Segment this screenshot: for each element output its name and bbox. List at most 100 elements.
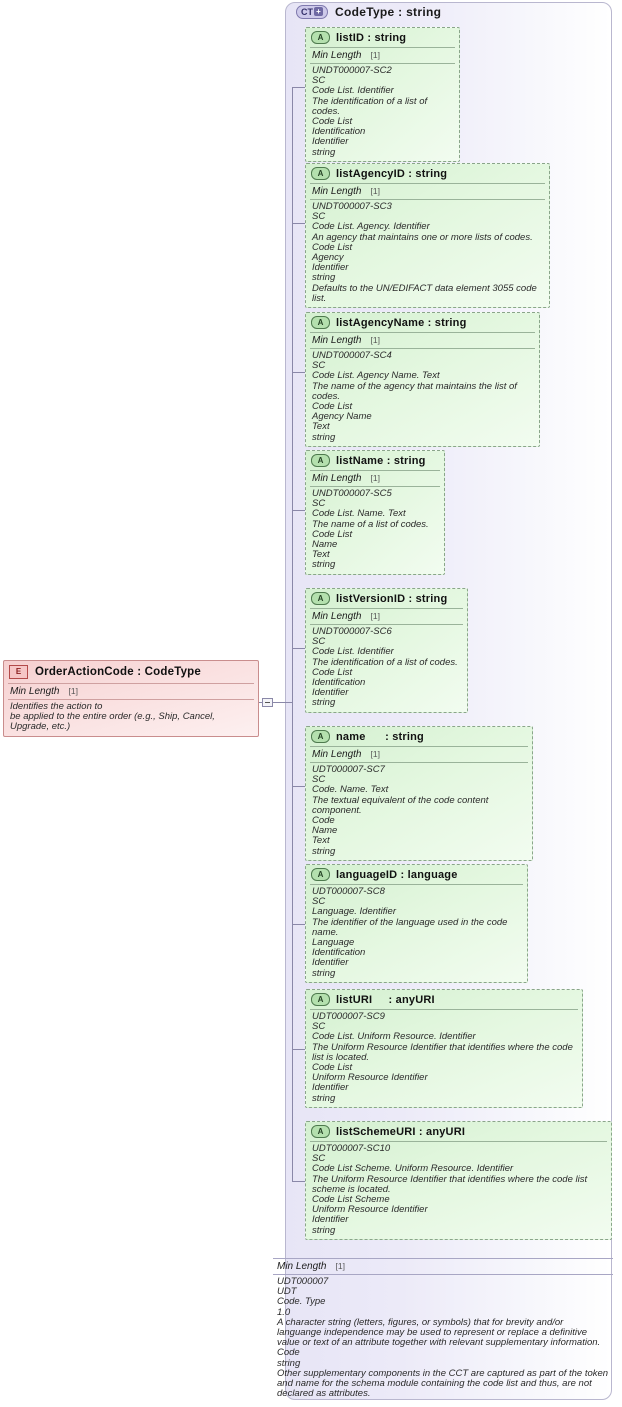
attribute-facet-label: Min Length xyxy=(312,611,362,622)
divider xyxy=(310,183,545,184)
description-line: Other supplementary components in the CC… xyxy=(277,1367,609,1400)
attribute-title: listURI : anyURI xyxy=(336,993,435,1006)
description-line: Text xyxy=(312,421,330,433)
complextype-header[interactable]: CT+ CodeType : string xyxy=(296,5,441,19)
attribute-badge: A xyxy=(311,868,330,881)
element-facet-mult: [1] xyxy=(68,686,78,696)
divider xyxy=(310,470,440,471)
element-facet-label: Min Length xyxy=(10,686,60,697)
description-line: SC xyxy=(312,896,326,908)
divider xyxy=(310,762,528,763)
description-line: Identifier xyxy=(312,262,349,274)
description-line: Code List. Uniform Resource. Identifier xyxy=(312,1031,476,1043)
element-badge: E xyxy=(9,665,28,679)
description-line: SC xyxy=(312,75,326,87)
description-line: UNDT000007-SC3 xyxy=(312,201,392,212)
description-line: Code List. Agency Name. Text xyxy=(312,370,440,382)
divider xyxy=(310,199,545,200)
description-line: Identifier xyxy=(312,136,349,148)
description-line: SC xyxy=(312,498,326,510)
description-line: SC xyxy=(312,636,326,648)
description-line: SC xyxy=(312,774,326,786)
description-line: Code. Type xyxy=(277,1296,326,1308)
complextype-facet-mult: [1] xyxy=(335,1261,345,1271)
divider xyxy=(310,746,528,747)
description-line: Identifier xyxy=(312,687,349,699)
attribute-facet-mult: [1] xyxy=(370,50,380,60)
description-line: string xyxy=(312,1092,336,1104)
description-line: UDT000007 xyxy=(277,1276,329,1287)
complextype-title: CodeType : string xyxy=(335,5,442,19)
description-line: The identifier of the language used in t… xyxy=(312,916,508,938)
description-line: SC xyxy=(312,211,326,223)
description-line: Code List. Name. Text xyxy=(312,508,406,520)
description-line: Code List Scheme xyxy=(312,1194,390,1206)
attribute-facet-mult: [1] xyxy=(370,335,380,345)
attribute-title: listID : string xyxy=(336,31,407,44)
description-line: The name of a list of codes. xyxy=(312,518,429,530)
description-line: The name of the agency that maintains th… xyxy=(312,380,517,402)
connector-stub xyxy=(292,924,305,925)
divider xyxy=(310,348,535,349)
description-line: Agency xyxy=(312,252,344,264)
element-link-line xyxy=(259,702,292,703)
divider xyxy=(8,683,254,684)
element-orderactioncode[interactable]: E OrderActionCode : CodeType Min Length … xyxy=(3,660,259,737)
complextype-badge[interactable]: CT+ xyxy=(296,5,328,19)
description-line: Code List xyxy=(312,401,353,413)
description-line: Code List Scheme. Uniform Resource. Iden… xyxy=(312,1163,514,1175)
attribute-title: listVersionID : string xyxy=(336,592,448,605)
description-line: Uniform Resource Identifier xyxy=(312,1072,428,1084)
attribute-badge: A xyxy=(311,993,330,1006)
complextype-facet-label: Min Length xyxy=(277,1261,327,1272)
description-line: A character string (letters, figures, or… xyxy=(277,1316,601,1349)
description-line: SC xyxy=(312,1153,326,1165)
description-line: The Uniform Resource Identifier that ide… xyxy=(312,1041,573,1063)
divider xyxy=(310,1141,607,1142)
attribute-badge: A xyxy=(311,730,330,743)
description-line: UNDT000007-SC6 xyxy=(312,626,392,637)
attribute-badge: A xyxy=(311,31,330,44)
attribute-title: name : string xyxy=(336,730,424,743)
description-line: Code List xyxy=(312,1062,353,1074)
divider xyxy=(310,63,455,64)
description-line: Code List. Identifier xyxy=(312,646,394,658)
description-line: Identification xyxy=(312,677,366,689)
connector-stub xyxy=(292,648,305,649)
description-line: Code List xyxy=(312,666,353,678)
description-line: Name xyxy=(312,539,338,551)
description-line: string xyxy=(312,697,336,709)
element-title: OrderActionCode : CodeType xyxy=(35,666,201,678)
description-line: Code xyxy=(277,1347,300,1359)
attribute-facet-label: Min Length xyxy=(312,186,362,197)
description-line: Code xyxy=(312,815,335,827)
connector-stub xyxy=(292,510,305,511)
description-line: be applied to the entire order (e.g., Sh… xyxy=(10,711,215,733)
description-line: string xyxy=(277,1357,301,1369)
collapse-toggle-icon[interactable] xyxy=(262,698,273,707)
description-line: UNDT000007-SC4 xyxy=(312,350,392,361)
connector-stub xyxy=(292,786,305,787)
description-line: Code List xyxy=(312,241,353,253)
description-line: UNDT000007-SC2 xyxy=(312,65,392,76)
connector-stub xyxy=(292,223,305,224)
expand-plus-icon[interactable]: + xyxy=(314,7,323,16)
description-line: UDT000007-SC7 xyxy=(312,764,385,775)
divider xyxy=(273,1274,613,1275)
